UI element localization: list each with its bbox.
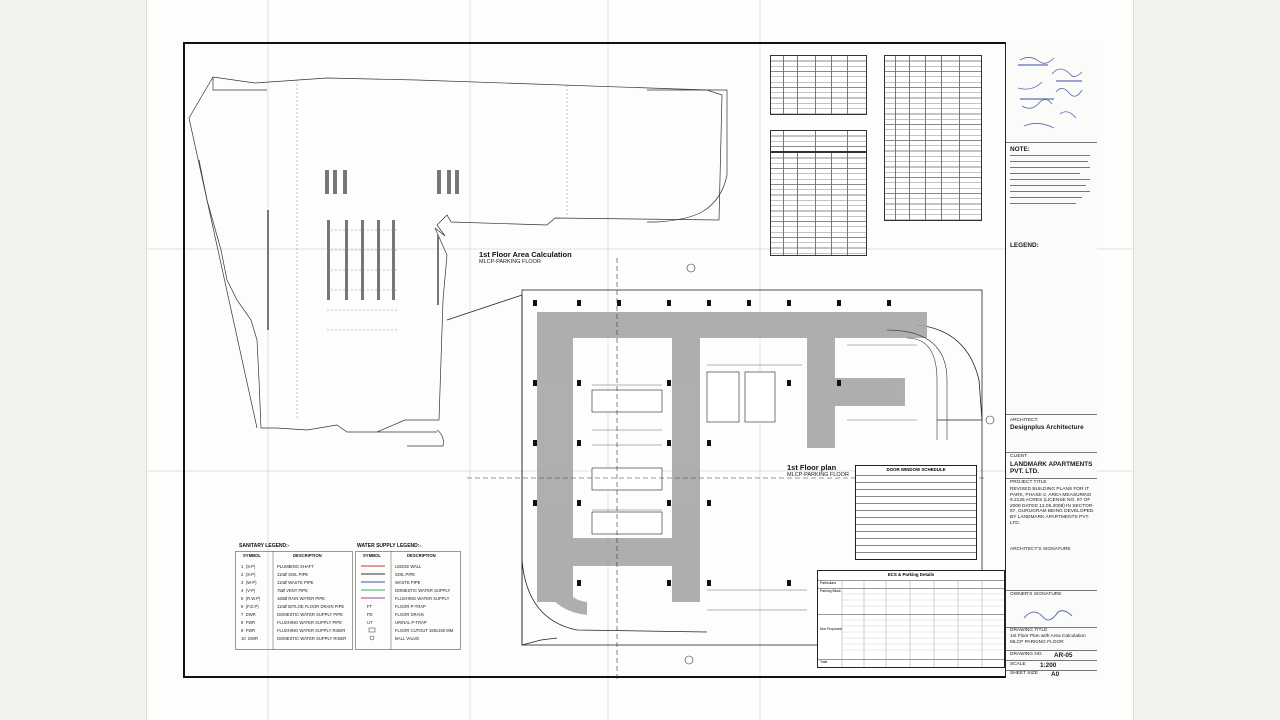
water-desc-1: LEDGE WALL bbox=[395, 564, 422, 569]
sheet-size-label: SHEET SIZE bbox=[1010, 671, 1038, 676]
architect-label: ARCHITECT: bbox=[1010, 418, 1039, 423]
water-supply-legend: WATER SUPPLY LEGEND:- SYMBOL DESCRIPTION… bbox=[355, 543, 461, 651]
sanitary-item-1: 1 (S-P) bbox=[241, 564, 256, 569]
drawing-no-label: DRAWING NO. bbox=[1010, 652, 1043, 657]
drawing-no: AR-05 bbox=[1054, 652, 1073, 659]
water-desc-3: WASTE PIPE bbox=[395, 580, 421, 585]
ecs-row-particulars: Particulars bbox=[818, 580, 1004, 588]
sheet-size-value: A0 bbox=[1051, 671, 1060, 678]
sanitary-legend: SANITARY LEGEND:- SYMBOL DESCRIPTION 1 (… bbox=[235, 543, 353, 651]
project-title: REVISED BUILDING PLANS FOR IT PARK, PHAS… bbox=[1010, 487, 1094, 526]
scale-value: 1:200 bbox=[1040, 662, 1057, 669]
area-table-2 bbox=[770, 130, 867, 152]
sanitary-item-8: 8 FWR bbox=[241, 620, 256, 625]
floor-plan-subtitle: MLCP-PARKING FLOOR bbox=[787, 472, 849, 478]
structural-columns bbox=[533, 300, 891, 586]
paper-fold bbox=[147, 248, 1133, 250]
water-desc-4: DOMESTIC WATER SUPPLY bbox=[395, 588, 451, 593]
sanitary-col-symbol: SYMBOL bbox=[243, 553, 261, 558]
water-desc-6: FLOOR P-TRAP bbox=[395, 604, 426, 609]
architect-name: Designplus Architecture bbox=[1010, 424, 1084, 431]
area-calc-title: 1st Floor Area Calculation bbox=[479, 250, 572, 259]
owner-signature bbox=[1023, 610, 1073, 621]
paper-fold bbox=[469, 0, 471, 720]
sanitary-legend-title: SANITARY LEGEND:- bbox=[239, 543, 290, 549]
sanitary-item-6: 6 (F.D.P) bbox=[241, 604, 259, 609]
door-window-schedule: DOOR WINDOW SCHEDULE bbox=[855, 465, 977, 560]
water-legend-title: WATER SUPPLY LEGEND:- bbox=[357, 543, 422, 549]
area-calculation-outline bbox=[188, 76, 728, 447]
water-desc-9: FLOOR CUTOUT 150x150 MM bbox=[395, 628, 454, 633]
title-block: NOTE: LEGEND: ARCHITECT: Designplus Arch… bbox=[1005, 42, 1097, 678]
sanitary-col-description: DESCRIPTION bbox=[293, 553, 322, 558]
ecs-row-non-proposed: Non Proposed bbox=[818, 614, 1004, 658]
driveway-hatch bbox=[537, 312, 927, 615]
sanitary-item-2: 2 (S-P) bbox=[241, 572, 256, 577]
sanitary-item-4: 4 (V-P) bbox=[241, 588, 256, 593]
water-col-symbol: SYMBOL bbox=[363, 553, 381, 558]
floor-plan-title: 1st Floor plan bbox=[787, 463, 837, 472]
paper-fold bbox=[607, 0, 609, 720]
ecs-row-total: Total bbox=[818, 659, 1004, 667]
ecs-parking-title: ECS & Parking Details bbox=[887, 572, 935, 577]
sanitary-item-10: 10 DWR bbox=[241, 636, 259, 641]
sanitary-desc-3: 110Ø WASTE PIPE bbox=[277, 580, 314, 585]
paper-fold bbox=[759, 0, 761, 720]
paper-fold bbox=[267, 0, 269, 720]
water-col-description: DESCRIPTION bbox=[407, 553, 436, 558]
sanitary-desc-7: DOMESTIC WATER SUPPLY PIPE bbox=[277, 612, 343, 617]
water-desc-5: FLUSHING WATER SUPPLY bbox=[395, 596, 450, 601]
sanitary-item-9: 9 FWR bbox=[241, 628, 256, 633]
water-sym-8: UT bbox=[367, 620, 373, 625]
area-table-1 bbox=[770, 55, 867, 115]
drawing-title: 1st Floor Plan with Area Calculation MLC… bbox=[1010, 634, 1086, 645]
area-calc-subtitle: MLCP-PARKING FLOOR bbox=[479, 259, 541, 265]
door-window-schedule-title: DOOR WINDOW SCHEDULE bbox=[886, 467, 946, 472]
sanitary-desc-6: 110Ø 50TLOE FLOOR DRAIN PIPE bbox=[277, 604, 345, 609]
sanitary-desc-10: DOMESTIC WATER SUPPLY RISER bbox=[277, 636, 347, 641]
area-table-3 bbox=[770, 152, 867, 256]
water-desc-10: BALL VALVE bbox=[395, 636, 420, 641]
scale-label: SCALE bbox=[1010, 662, 1026, 667]
approval-stamps-signature bbox=[1017, 57, 1083, 129]
owner-signature-label: OWNER'S SIGNATURE bbox=[1010, 592, 1062, 597]
ecs-parking-table: ECS & Parking Details Particulars Parkin… bbox=[817, 570, 1005, 668]
client-label: CLIENT bbox=[1010, 454, 1028, 459]
drawing-title-label: DRAWING TITLE bbox=[1010, 628, 1048, 633]
water-sym-6: FT bbox=[367, 604, 373, 609]
drawing-sheet: 1st Floor Area Calculation MLCP-PARKING … bbox=[147, 0, 1133, 720]
sanitary-desc-2: 110Ø SOIL PIPE bbox=[277, 572, 309, 577]
water-desc-2: SOIL PIPE bbox=[395, 572, 416, 577]
sanitary-desc-1: PLUMBING SHAFT bbox=[277, 564, 314, 569]
sanitary-item-3: 3 (W-P) bbox=[241, 580, 257, 585]
area-grid-markers bbox=[267, 170, 459, 330]
ramp-curve bbox=[886, 329, 948, 440]
client-name: LANDMARK APARTMENTS PVT. LTD. bbox=[1010, 461, 1093, 475]
legend-label: LEGEND: bbox=[1010, 242, 1039, 249]
architect-signature-label: ARCHITECT'S SIGNATURE bbox=[1010, 547, 1071, 552]
sanitary-item-7: 7 DWR bbox=[241, 612, 256, 617]
floor-plan-drawing bbox=[188, 76, 995, 680]
sanitary-desc-5: 160Ø RAIN WATER PIPE bbox=[277, 596, 325, 601]
note-label: NOTE: bbox=[1010, 146, 1030, 153]
area-parking-dashes bbox=[296, 80, 568, 420]
project-title-label: PROJECT TITLE bbox=[1010, 480, 1047, 485]
service-cores bbox=[591, 371, 776, 535]
water-sym-7: FD bbox=[367, 612, 373, 617]
sanitary-item-5: 5 (R.W.P) bbox=[241, 596, 261, 601]
first-floor-plan bbox=[446, 289, 983, 646]
sanitary-desc-4: 75Ø VENT PIPE bbox=[277, 588, 308, 593]
ecs-row-parking-block: Parking Block bbox=[818, 588, 1004, 614]
water-desc-7: FLOOR DRAIN bbox=[395, 612, 424, 617]
sanitary-desc-8: FLUSHING WATER SUPPLY PIPE bbox=[277, 620, 342, 625]
sanitary-desc-9: FLUSHING WATER SUPPLY RISER bbox=[277, 628, 346, 633]
area-table-4 bbox=[884, 55, 982, 221]
water-desc-8: URINAL P-TRAP bbox=[395, 620, 427, 625]
